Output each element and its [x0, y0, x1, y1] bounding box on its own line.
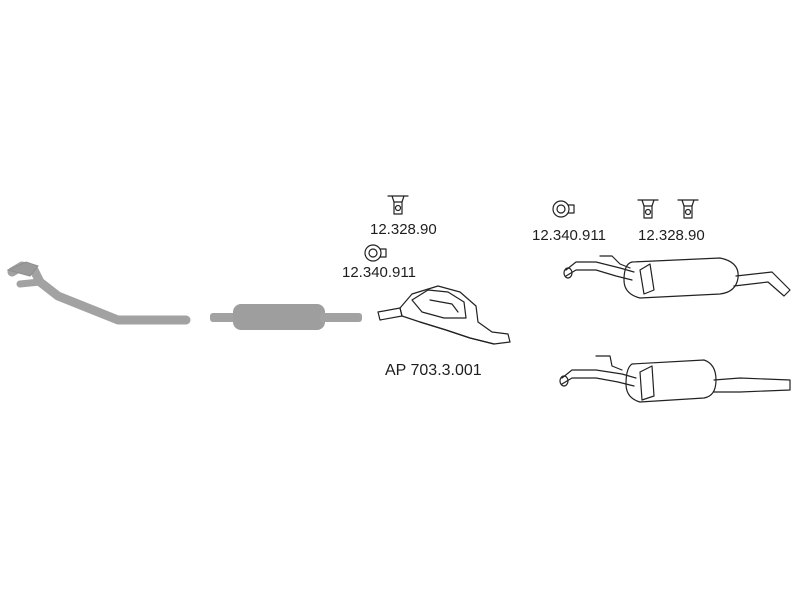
rubber-hanger-icon	[387, 195, 409, 215]
main-part-label: AP 703.3.001	[385, 362, 482, 379]
front-pipe	[6, 261, 191, 325]
center-rear-muffler	[377, 285, 511, 345]
hanger-part-label-right: 12.328.90	[638, 227, 705, 244]
pipe-clamp-icon	[364, 244, 387, 262]
clamp-part-label-center: 12.340.911	[342, 264, 416, 281]
clamp-part-label-right: 12.340.911	[532, 227, 606, 244]
rear-muffler-lower	[559, 355, 791, 403]
rear-muffler-upper	[563, 255, 791, 299]
rubber-hanger-icon	[637, 199, 659, 219]
rubber-hanger-icon	[677, 199, 699, 219]
pipe-clamp-icon	[552, 200, 575, 218]
hanger-part-label-center: 12.328.90	[370, 221, 437, 238]
middle-muffler	[210, 304, 362, 330]
